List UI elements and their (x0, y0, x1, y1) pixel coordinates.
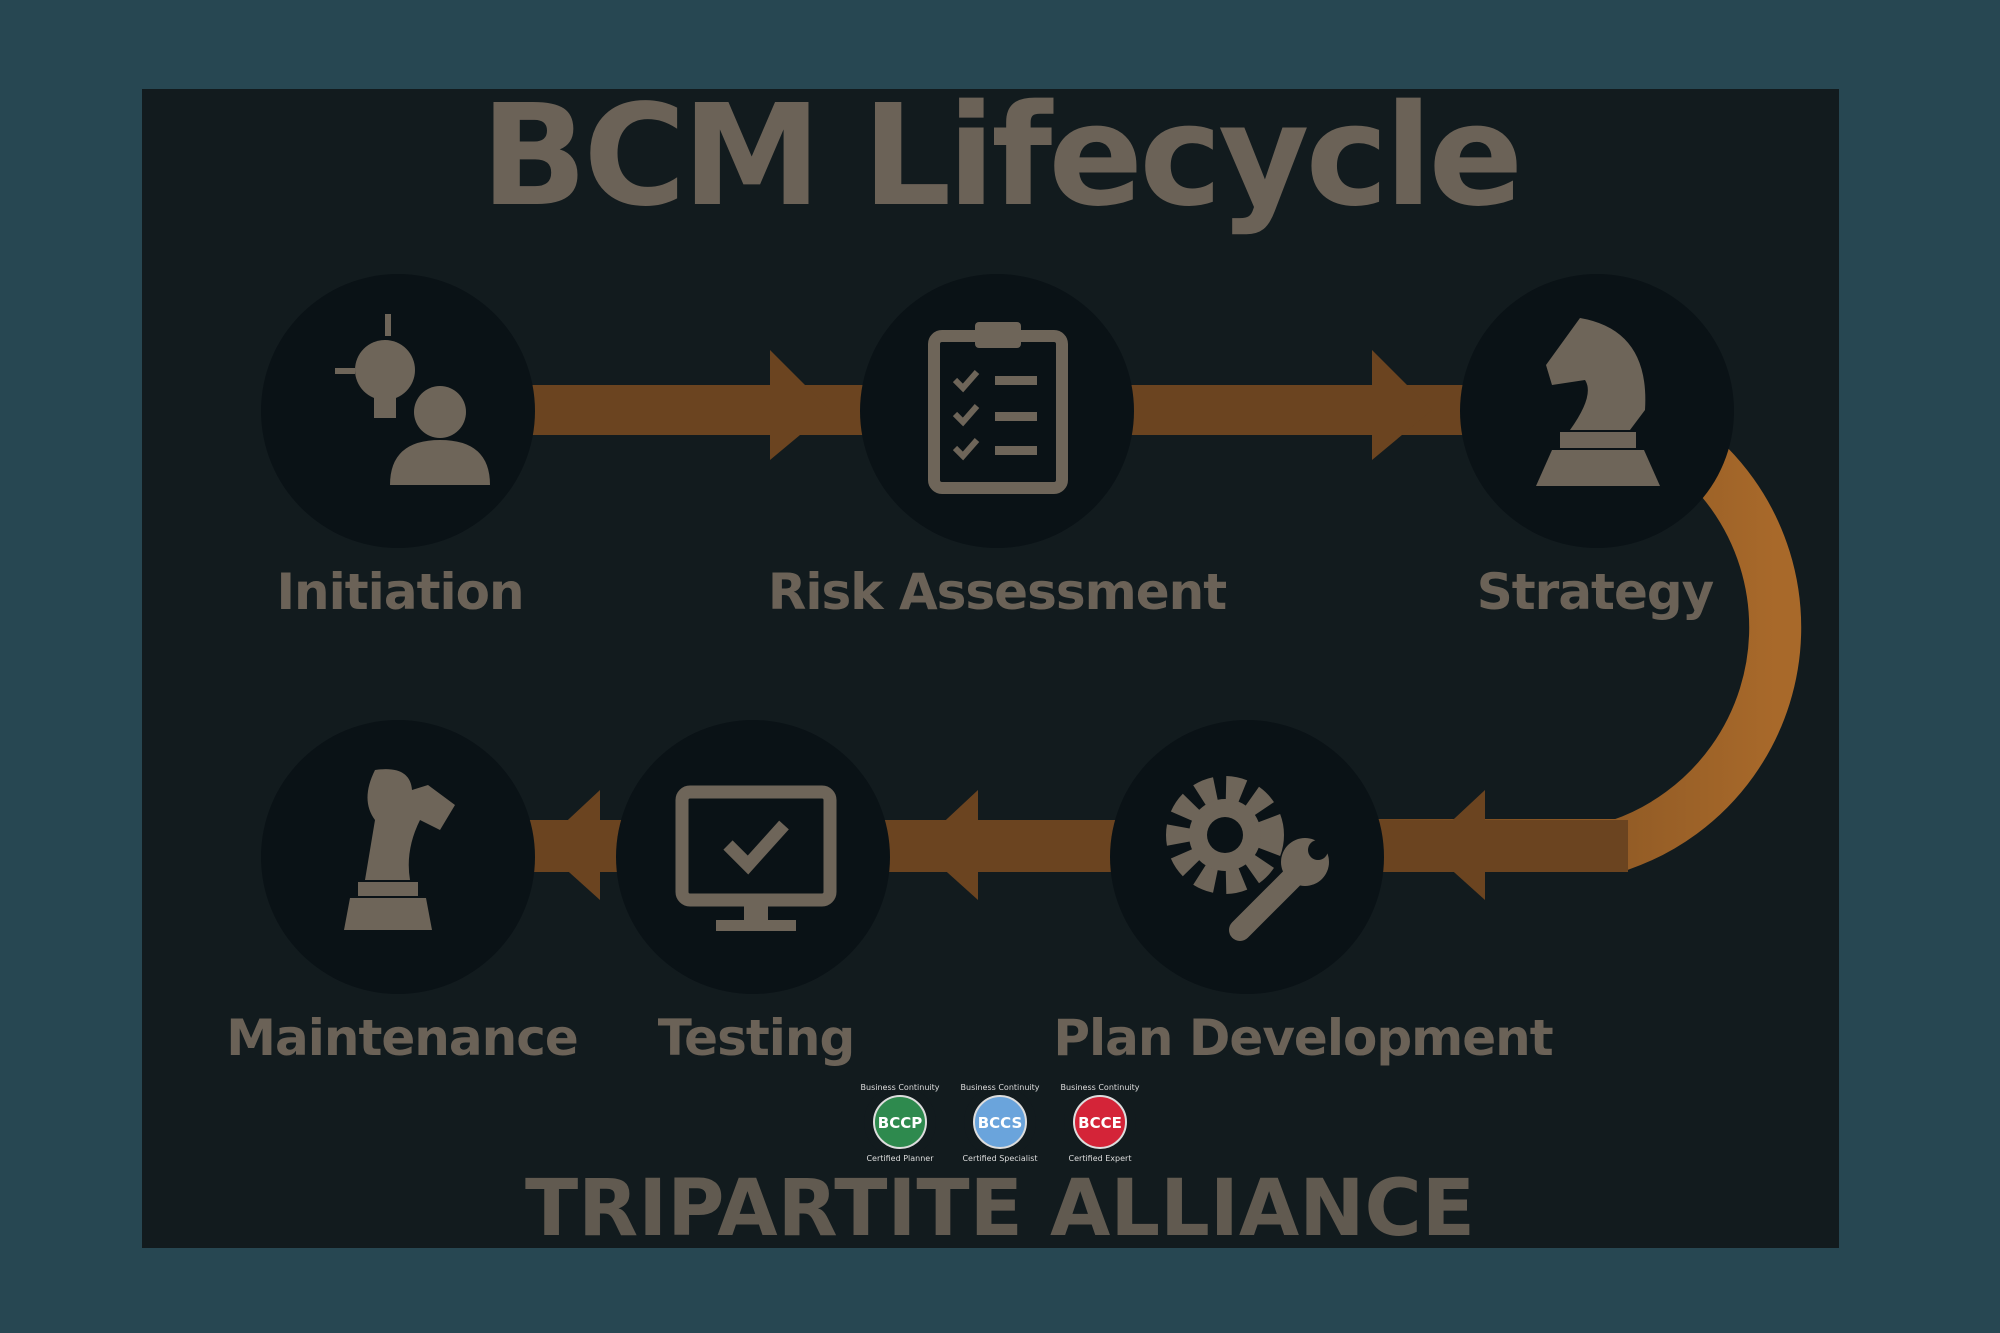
stage-label-maintenance: Maintenance (226, 1009, 579, 1067)
badge-bottom-text: Certified Expert (1069, 1154, 1132, 1163)
chess-knight-icon (1536, 318, 1660, 486)
badge-code: BCCS (978, 1114, 1023, 1132)
badge-top-text: Business Continuity (961, 1083, 1040, 1092)
badge-bottom-text: Certified Specialist (962, 1154, 1037, 1163)
flow-arrow-bottom (398, 820, 1628, 872)
page-title: BCM Lifecycle (480, 75, 1524, 238)
stage-circle-risk-assessment (860, 274, 1134, 548)
clipboard-checklist-icon (928, 322, 1068, 494)
stage-label-strategy: Strategy (1476, 563, 1715, 621)
badge-top-text: Business Continuity (1061, 1083, 1140, 1092)
badge-bottom-text: Certified Planner (866, 1154, 934, 1163)
chess-piece-icon (344, 769, 455, 930)
stage-label-plan-development: Plan Development (1053, 1009, 1553, 1067)
arrowhead-left (918, 790, 978, 900)
certification-badges: BCCP BCCS BCCE Business Continuity Certi… (861, 1083, 1140, 1163)
stage-label-risk-assessment: Risk Assessment (767, 563, 1227, 621)
stage-circle-initiation (261, 274, 535, 548)
badge-bccp: BCCP (864, 1086, 936, 1158)
badge-bcce: BCCE (1064, 1086, 1136, 1158)
footer-title: TRIPARTITE ALLIANCE (524, 1164, 1476, 1254)
monitor-check-icon (675, 785, 837, 931)
arrowhead-right (1372, 350, 1432, 460)
lightbulb-person-icon (335, 314, 490, 485)
badge-top-text: Business Continuity (861, 1083, 940, 1092)
stage-label-testing: Testing (657, 1009, 856, 1067)
arrowhead-left (540, 790, 600, 900)
badge-code: BCCE (1078, 1114, 1122, 1132)
arrowhead-left (1425, 790, 1485, 900)
stage-label-initiation: Initiation (276, 563, 524, 621)
badge-code: BCCP (878, 1114, 922, 1132)
gear-wrench-icon (1166, 776, 1329, 941)
arrowhead-right (770, 350, 830, 460)
badge-bccs: BCCS (964, 1086, 1036, 1158)
